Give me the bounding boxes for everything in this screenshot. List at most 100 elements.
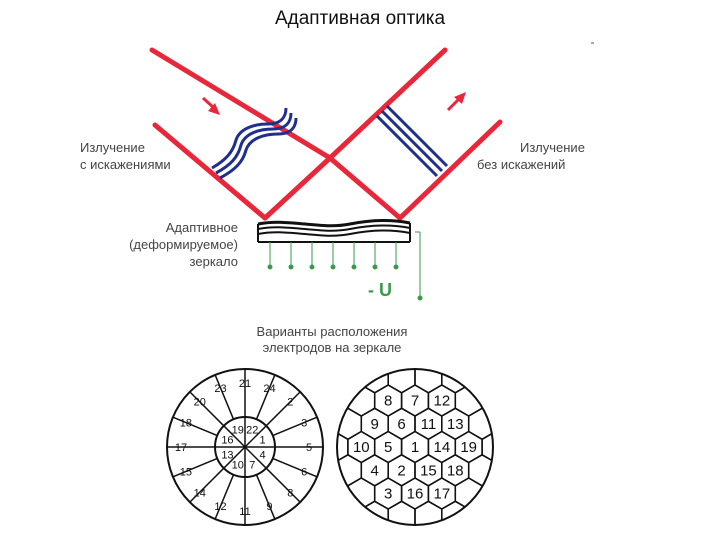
- incoming-beam-inner: [152, 122, 268, 221]
- inner-electrode-number: 22: [246, 424, 258, 436]
- hex-cell: [467, 369, 493, 394]
- hex-cell: [467, 500, 493, 525]
- sector-electrode-number: 21: [239, 378, 251, 390]
- hex-electrode-number: 2: [397, 462, 405, 479]
- sector-spoke: [214, 374, 235, 420]
- sector-electrode-number: 8: [287, 487, 293, 499]
- hex-cell: [522, 455, 549, 486]
- sector-spoke: [189, 467, 225, 503]
- hex-electrode-number: 18: [447, 462, 464, 479]
- electrode-dot: [351, 264, 357, 270]
- sector-spoke: [265, 467, 301, 503]
- sector-spoke: [272, 416, 318, 437]
- inner-electrode-number: 19: [232, 424, 244, 436]
- inner-electrode-number: 4: [259, 449, 265, 461]
- slide-title: Адаптивная оптика: [274, 8, 446, 29]
- sector-electrode-number: 23: [214, 383, 226, 395]
- hex-electrode-number: 19: [460, 439, 477, 456]
- mirror-electrodes: [267, 242, 423, 301]
- hex-cell: [337, 500, 363, 525]
- hex-cell: [509, 432, 536, 463]
- inner-electrode-number: 10: [232, 460, 244, 472]
- sector-electrode-number: 14: [194, 487, 206, 499]
- outgoing-label-line1: Излучение: [520, 140, 585, 155]
- hex-cell: [337, 477, 349, 510]
- sector-electrode-number: 17: [175, 442, 187, 454]
- variants-label-line1: Варианты расположения: [257, 324, 408, 339]
- mirror-label-line2: (деформируемое): [129, 237, 238, 252]
- electrode-dot: [372, 264, 378, 270]
- inner-electrode-number: 13: [221, 449, 233, 461]
- sector-spoke: [255, 374, 276, 420]
- sector-spoke: [214, 474, 235, 520]
- sector-spoke: [172, 416, 218, 437]
- hex-cell: [308, 501, 335, 532]
- incoming-beam-outer: [149, 47, 333, 161]
- sector-spoke: [272, 457, 318, 478]
- hex-cell: [522, 362, 549, 393]
- beams: [149, 47, 503, 221]
- hex-cell: [496, 362, 523, 393]
- hex-cell: [337, 369, 363, 394]
- sector-electrode-number: 18: [180, 418, 192, 430]
- beam-arrows: [201, 92, 466, 115]
- beam-left-up: [262, 155, 333, 221]
- mirror-label-line3: зеркало: [190, 254, 238, 269]
- outgoing-beam-inner: [397, 119, 503, 221]
- hex-electrode-number: 17: [434, 486, 451, 503]
- beam-center-down: [327, 155, 403, 221]
- hex-electrode-number: 9: [371, 416, 379, 433]
- sector-spoke: [255, 474, 276, 520]
- hex-cell: [337, 384, 349, 417]
- outgoing-arrow-shaft: [446, 97, 461, 112]
- hex-electrode-number: 3: [384, 486, 392, 503]
- hex-cell: [308, 362, 335, 393]
- hex-electrode-number: 10: [353, 439, 370, 456]
- voltage-label: - U: [368, 280, 392, 300]
- hex-electrode-number: 4: [371, 462, 379, 479]
- sector-electrode-number: 20: [194, 397, 206, 409]
- sector-electrode-number: 9: [266, 501, 272, 513]
- sector-electrode-number: 24: [263, 383, 275, 395]
- hex-cell: [481, 384, 493, 417]
- beam-center-up: [327, 47, 448, 161]
- hex-cell: [522, 501, 549, 532]
- outgoing-arrow-head: [454, 92, 466, 104]
- variants-label-line2: электродов на зеркале: [263, 340, 402, 355]
- inner-spoke: [223, 425, 246, 448]
- hex-cell: [481, 477, 493, 510]
- electrode-dot: [288, 264, 294, 270]
- distorted-wavefront: [211, 107, 298, 180]
- deformable-mirror: [257, 219, 411, 243]
- sector-electrode-number: 15: [180, 466, 192, 478]
- hex-cell: [496, 501, 523, 532]
- hex-electrode-number: 7: [411, 393, 419, 410]
- hex-electrode-number: 6: [397, 416, 405, 433]
- hex-electrode-number: 8: [384, 393, 392, 410]
- hex-cell: [496, 408, 523, 439]
- sector-electrode-number: 11: [239, 506, 250, 518]
- hex-cell: [509, 478, 536, 509]
- inner-electrode-number: 16: [221, 435, 233, 447]
- hex-electrode-number: 5: [384, 439, 392, 456]
- voltage-wire: [415, 231, 421, 298]
- hex-disc-outer: [336, 368, 494, 526]
- inner-electrode-number: 7: [249, 460, 255, 472]
- inner-spoke: [223, 446, 246, 469]
- sector-spoke: [189, 391, 225, 427]
- hex-electrode-number: 1: [411, 439, 419, 456]
- sector-electrode-number: 5: [306, 442, 312, 454]
- hex-cell: [509, 385, 536, 416]
- hex-cell: [414, 500, 443, 525]
- sector-spoke: [172, 457, 218, 478]
- hex-electrode-number: 16: [407, 486, 424, 503]
- mirror-label-line1: Адаптивное: [166, 220, 238, 235]
- incoming-arrow-head: [208, 103, 220, 115]
- hex-electrode-number: 11: [421, 416, 437, 433]
- sector-electrode-number: 2: [287, 397, 293, 409]
- hex-electrode-number: 14: [434, 439, 451, 456]
- electrode-dot: [309, 264, 315, 270]
